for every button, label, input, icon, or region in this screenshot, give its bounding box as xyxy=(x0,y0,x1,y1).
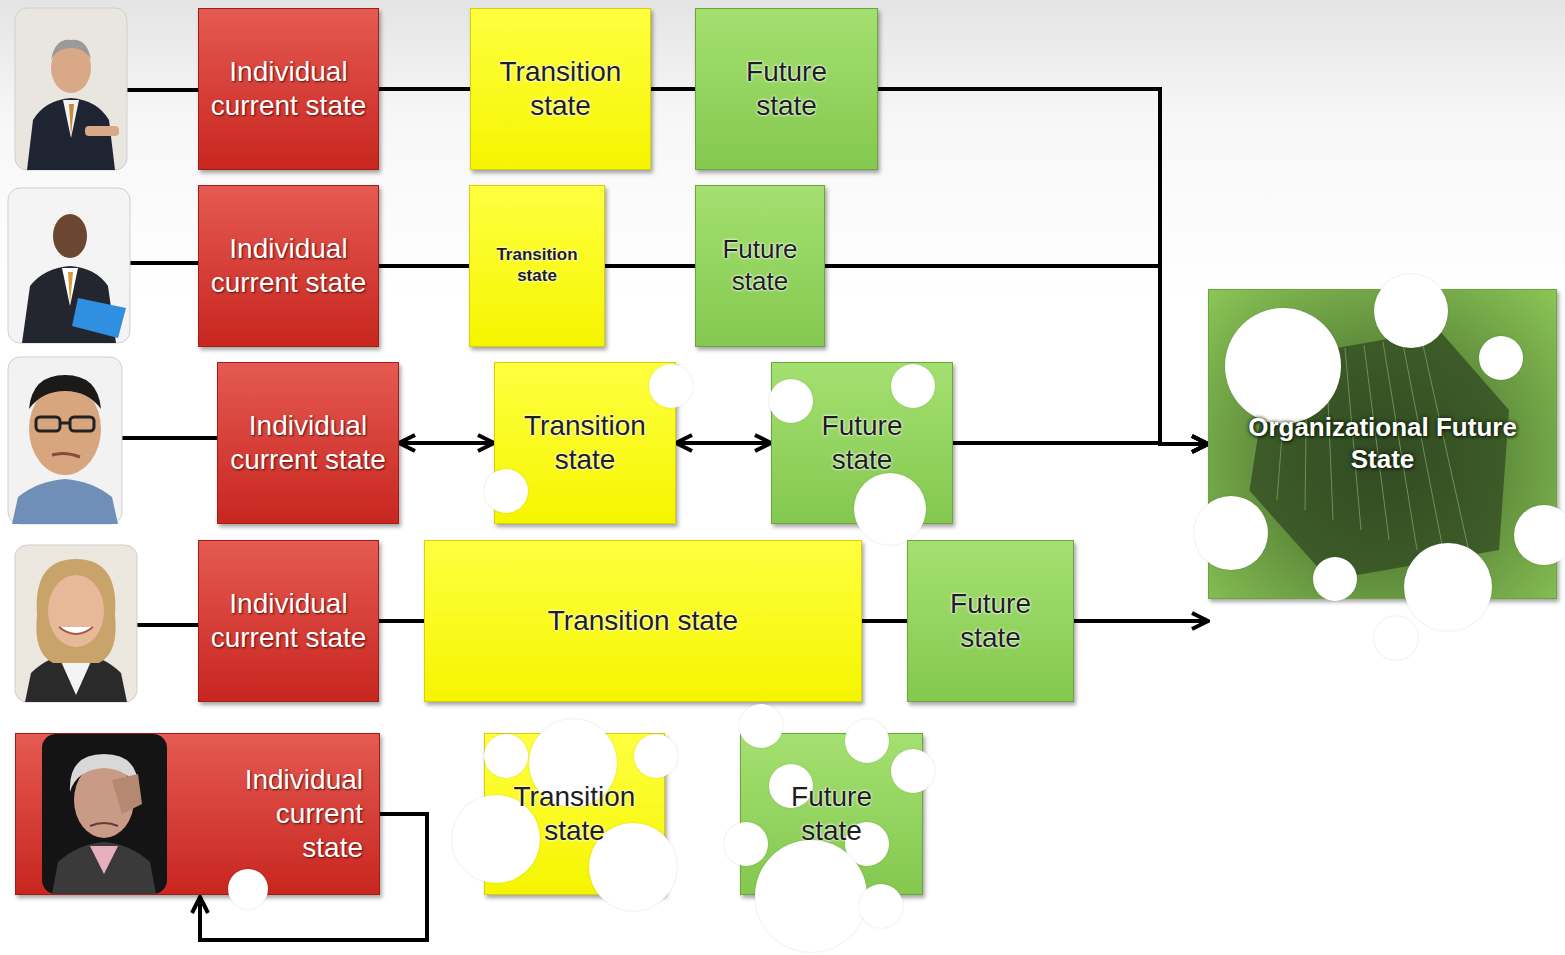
bubble xyxy=(755,840,867,952)
bubble xyxy=(845,719,889,763)
state-label: Transition state xyxy=(481,55,641,123)
state-box: Individual current state xyxy=(198,185,379,347)
state-label: Organizational Future State xyxy=(1233,412,1533,475)
connector xyxy=(676,441,771,445)
state-box: Transition state xyxy=(484,733,665,895)
state-label: Future state xyxy=(705,234,815,297)
state-box: Transition state xyxy=(470,8,651,170)
bubble xyxy=(724,822,768,866)
state-label: Transition state xyxy=(505,409,665,477)
connector xyxy=(651,87,695,91)
organization-box: Organizational Future State xyxy=(1208,289,1557,599)
connector xyxy=(953,443,1208,444)
bubble xyxy=(854,473,926,545)
state-box: Individual current state xyxy=(198,540,379,702)
bubble xyxy=(1404,543,1492,631)
state-label: Future state xyxy=(792,409,932,477)
connector xyxy=(1074,619,1208,623)
state-label: Transition state xyxy=(482,245,592,286)
state-box: Future state xyxy=(907,540,1074,702)
state-label: Individual current state xyxy=(209,587,369,655)
state-box: Future state xyxy=(740,733,923,895)
bubble xyxy=(1479,336,1523,380)
state-label: Future state xyxy=(717,55,857,123)
state-label: Future state xyxy=(921,587,1061,655)
bubble xyxy=(1194,496,1268,570)
bubble xyxy=(634,734,678,778)
state-box: Individual current state xyxy=(198,8,379,170)
bubble xyxy=(891,749,935,793)
bubble xyxy=(484,734,528,778)
bubble xyxy=(1374,616,1418,660)
state-box: Transition state xyxy=(424,540,862,702)
person-photo xyxy=(8,357,122,524)
bubble xyxy=(891,364,935,408)
state-box: Transition state xyxy=(494,362,676,524)
bubble xyxy=(484,469,528,513)
state-label: Individual current state xyxy=(228,409,388,477)
bubble xyxy=(228,869,268,909)
state-label: Transition state xyxy=(548,604,738,638)
person-photo xyxy=(15,8,127,170)
state-box: Transition state xyxy=(469,185,605,347)
bubble xyxy=(1514,505,1565,565)
connector xyxy=(862,619,907,623)
bubble xyxy=(739,704,783,748)
state-label: Transition state xyxy=(495,780,655,848)
bubble xyxy=(859,884,903,928)
person-photo xyxy=(15,545,137,702)
state-box: Future state xyxy=(695,8,878,170)
bubble xyxy=(1313,557,1357,601)
person-photo xyxy=(8,188,130,343)
bubble xyxy=(1225,308,1341,424)
connector xyxy=(379,87,470,91)
bubble xyxy=(1374,274,1448,348)
connector xyxy=(605,264,695,268)
connector xyxy=(399,441,494,445)
bubble xyxy=(649,364,693,408)
connector xyxy=(379,619,424,623)
state-label: Individual current state xyxy=(209,55,369,123)
state-box: Future state xyxy=(771,362,953,524)
connector xyxy=(379,264,469,268)
state-box: Future state xyxy=(695,185,825,347)
state-label: Future state xyxy=(762,780,902,848)
bubble xyxy=(769,379,813,423)
state-label: Individual current state xyxy=(213,763,363,865)
state-box: Individual current state xyxy=(217,362,399,524)
state-label: Individual current state xyxy=(209,232,369,300)
person-photo xyxy=(42,734,167,894)
